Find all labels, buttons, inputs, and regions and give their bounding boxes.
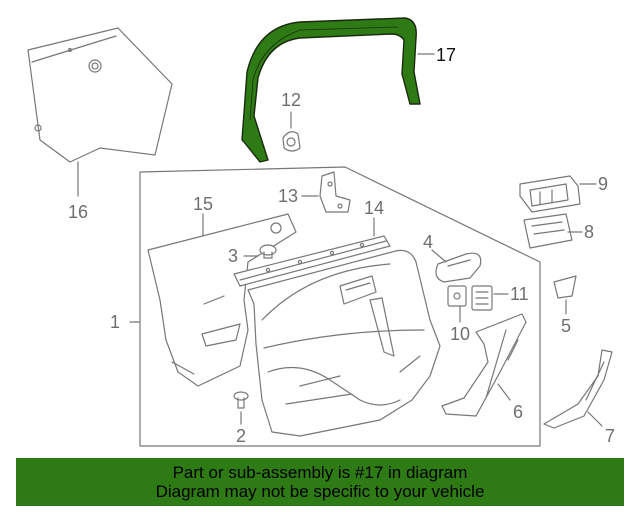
part-17-weatherstrip[interactable] xyxy=(241,17,421,163)
part-10-switch-bezel xyxy=(447,285,467,307)
callout-14: 14 xyxy=(364,198,384,218)
callout-5: 5 xyxy=(561,316,571,336)
part-2-fastener xyxy=(233,391,249,409)
callout-9: 9 xyxy=(598,174,608,194)
part-13-bracket xyxy=(319,171,351,213)
exploded-parts-diagram: 1 2 3 4 5 6 7 8 9 10 11 12 13 14 15 16 1… xyxy=(27,17,615,447)
part-11-switch xyxy=(471,285,493,311)
part-4-inside-handle xyxy=(435,252,482,283)
callout-16: 16 xyxy=(68,202,88,222)
part-15-insulator xyxy=(147,213,297,387)
callout-6: 6 xyxy=(513,402,523,422)
leader-4 xyxy=(431,249,447,263)
callout-1: 1 xyxy=(110,312,120,332)
part-1-assembly-box xyxy=(139,166,541,447)
banner-line-2: Diagram may not be specific to your vehi… xyxy=(155,482,485,501)
callout-8: 8 xyxy=(584,222,594,242)
part-5-cover xyxy=(553,275,577,299)
callout-3: 3 xyxy=(228,246,238,266)
part-12-clip xyxy=(282,131,301,152)
banner-line-1: Part or sub-assembly is #17 in diagram xyxy=(172,463,468,482)
callout-11: 11 xyxy=(510,284,529,304)
callout-2: 2 xyxy=(236,426,246,446)
callout-13: 13 xyxy=(278,186,298,206)
part-9-window-switch xyxy=(519,175,581,213)
callout-15: 15 xyxy=(193,194,213,214)
callout-4: 4 xyxy=(423,232,433,252)
door-trim-panel xyxy=(247,249,441,437)
part-3-push-pin xyxy=(259,244,277,259)
part-6-armrest-trim xyxy=(441,313,527,417)
callout-17: 17 xyxy=(436,45,456,65)
leader-7 xyxy=(587,411,603,427)
info-banner: Part or sub-assembly is #17 in diagram D… xyxy=(16,458,624,506)
callout-7: 7 xyxy=(605,426,615,446)
callout-12: 12 xyxy=(281,90,301,110)
part-14-belt-strip xyxy=(233,235,391,287)
callout-10: 10 xyxy=(450,324,470,344)
part-7-molding xyxy=(543,349,613,429)
part-8-switch-module xyxy=(523,213,573,249)
part-16-water-deflector xyxy=(27,27,173,163)
leader-6 xyxy=(497,383,511,401)
